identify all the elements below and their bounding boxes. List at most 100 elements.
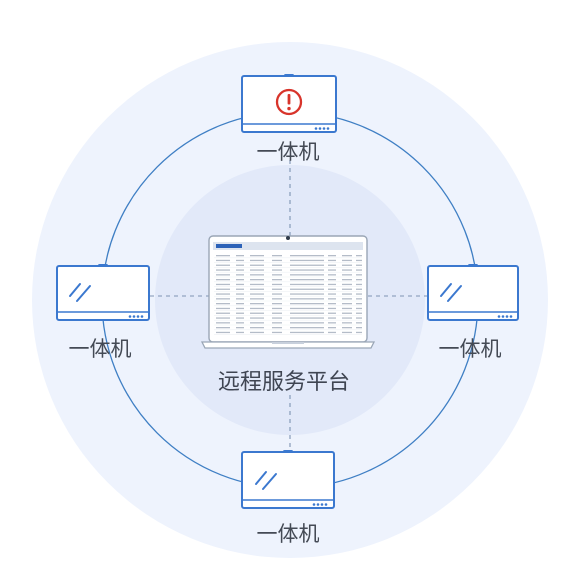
node-label-right: 一体机 — [438, 337, 502, 361]
laptop-table-cell — [236, 279, 244, 281]
laptop-table-cell — [290, 317, 324, 319]
laptop-table-cell — [328, 307, 336, 310]
laptop-table-cell — [342, 298, 352, 300]
laptop-table-cell — [342, 255, 352, 257]
laptop-table-cell — [342, 279, 352, 281]
laptop-table-cell — [236, 317, 244, 319]
laptop-table-cell — [328, 322, 336, 324]
laptop-table-cell — [356, 322, 362, 324]
laptop-table-cell — [356, 288, 362, 290]
laptop-table-cell — [272, 255, 282, 257]
screen-glare-icon — [255, 471, 277, 490]
laptop-table-cell — [236, 283, 244, 286]
laptop-table-cell — [272, 322, 282, 324]
laptop-table-cell — [236, 303, 244, 305]
laptop-table-cell — [272, 288, 282, 290]
node-label-left: 一体机 — [68, 337, 132, 361]
laptop-table-cell — [328, 317, 336, 319]
laptop-table-cell — [356, 317, 362, 319]
laptop-table-cell — [250, 327, 264, 329]
laptop-table-cell — [272, 331, 282, 334]
laptop-table-cell — [236, 274, 244, 276]
monitor-left-camera — [98, 264, 108, 267]
laptop-table-cell — [250, 307, 264, 310]
laptop-table-cell — [356, 269, 362, 271]
node-label-bottom: 一体机 — [256, 522, 320, 546]
laptop-table-cell — [216, 317, 230, 319]
screen-glare-icon — [440, 283, 462, 302]
laptop-table-cell — [216, 312, 230, 314]
laptop-table-cell — [216, 303, 230, 305]
laptop-table-cell — [250, 293, 264, 295]
laptop-table-cell — [272, 303, 282, 305]
laptop-table-cell — [272, 298, 282, 300]
laptop-table-cell — [216, 279, 230, 281]
laptop-table-cell — [290, 279, 324, 281]
node-bottom — [241, 450, 335, 509]
laptop-table-cell — [356, 283, 362, 286]
laptop-table-cell — [342, 303, 352, 305]
laptop-table-cell — [290, 293, 324, 295]
laptop-table-cell — [342, 307, 352, 310]
laptop-table-cell — [356, 312, 362, 314]
laptop-table-cell — [272, 269, 282, 271]
laptop-table-cell — [290, 264, 324, 266]
laptop-table-cell — [290, 327, 324, 329]
laptop-table-cell — [342, 293, 352, 295]
node-top — [241, 74, 337, 133]
laptop-table-cell — [290, 331, 324, 334]
laptop-table-cell — [356, 298, 362, 300]
laptop-table-cell — [328, 331, 336, 334]
laptop-table-cell — [250, 279, 264, 281]
laptop-table-cell — [290, 322, 324, 324]
laptop-table-cell — [216, 331, 230, 334]
laptop-table-cell — [236, 312, 244, 314]
laptop-table-cell — [236, 307, 244, 310]
laptop-screen-table — [214, 255, 362, 335]
laptop-table-cell — [272, 293, 282, 295]
laptop-table-cell — [250, 317, 264, 319]
laptop-table-cell — [290, 255, 324, 257]
laptop-table-cell — [290, 274, 324, 276]
laptop-table-cell — [250, 331, 264, 334]
laptop-table-cell — [328, 288, 336, 290]
laptop-table-cell — [342, 264, 352, 266]
monitor-top-camera — [284, 74, 294, 77]
laptop-table-cell — [250, 259, 264, 262]
laptop-table-cell — [272, 264, 282, 266]
laptop-table-cell — [272, 327, 282, 329]
laptop-table-cell — [216, 255, 230, 257]
laptop-table-cell — [328, 269, 336, 271]
laptop-table-cell — [290, 303, 324, 305]
laptop-table-cell — [250, 312, 264, 314]
laptop-table-cell — [216, 298, 230, 300]
laptop-table-cell — [328, 255, 336, 257]
laptop-table-cell — [236, 322, 244, 324]
laptop-table-cell — [272, 274, 282, 276]
laptop-hinge — [272, 342, 304, 344]
laptop-table-cell — [272, 283, 282, 286]
laptop-table-cell — [342, 327, 352, 329]
laptop-table-cell — [356, 264, 362, 266]
laptop-table-cell — [236, 293, 244, 295]
laptop-table-cell — [272, 307, 282, 310]
laptop-table-cell — [342, 259, 352, 262]
monitor-right-status-dots — [497, 315, 513, 318]
laptop-table-cell — [216, 283, 230, 286]
node-label-top: 一体机 — [256, 140, 320, 164]
laptop-table-cell — [272, 312, 282, 314]
laptop-table-cell — [216, 327, 230, 329]
laptop-table-cell — [328, 303, 336, 305]
laptop-table-cell — [356, 327, 362, 329]
laptop-table-cell — [328, 279, 336, 281]
laptop-table-cell — [290, 283, 324, 286]
screen-glare-icon — [69, 283, 91, 302]
monitor-bottom-camera — [283, 450, 293, 453]
laptop-table-cell — [290, 288, 324, 290]
monitor-top-status-dots — [314, 127, 330, 130]
laptop-table-cell — [290, 312, 324, 314]
laptop-table-cell — [342, 317, 352, 319]
laptop-table-cell — [328, 283, 336, 286]
laptop-camera — [286, 236, 290, 240]
